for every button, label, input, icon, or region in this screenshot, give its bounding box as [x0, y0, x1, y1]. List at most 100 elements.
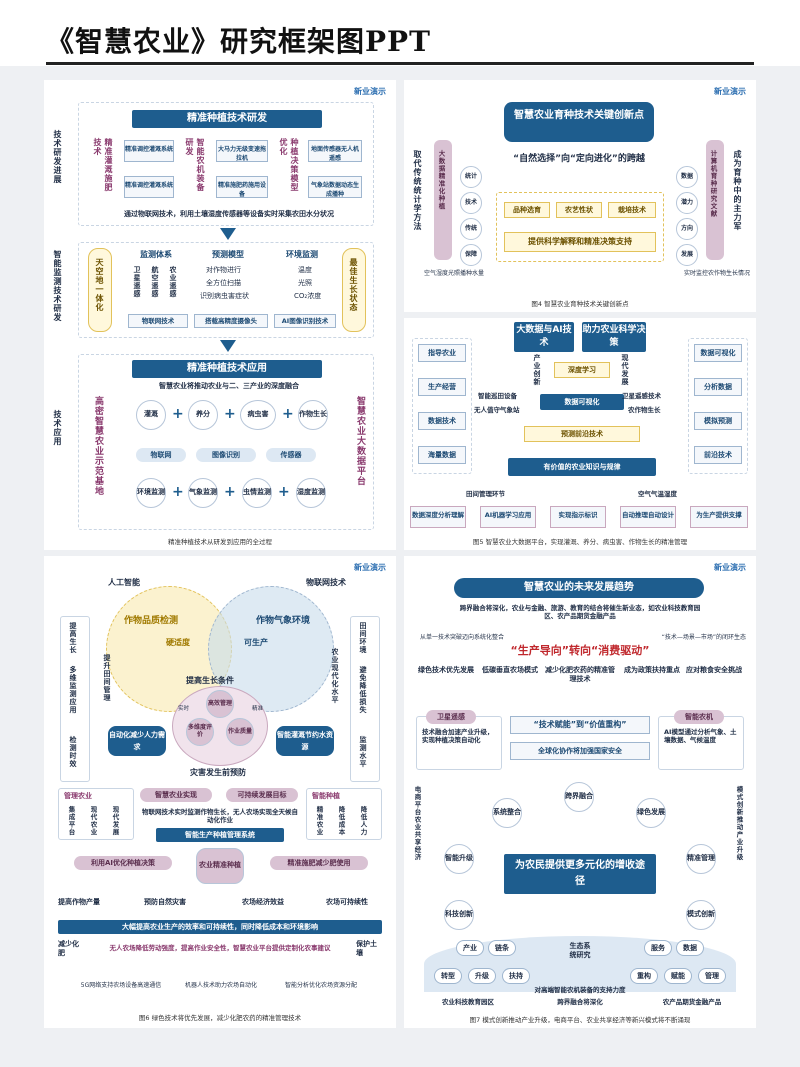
side-label-apply: 技术应用	[53, 410, 62, 446]
left-small: 从单一技术突破迈向系统化整合	[420, 634, 505, 641]
g1-item-2: 精准调控灌溉系统	[124, 176, 174, 198]
row-item-1: 提高作物产量	[58, 898, 100, 906]
right-col-3: 模拟预测	[694, 412, 742, 430]
col1-item-2: 航空遥感	[151, 266, 159, 298]
left-label-1: 智能巡田设备	[478, 392, 517, 400]
g3-item-2: 气象站数据动态生成播种	[308, 176, 362, 198]
mgmt-right-2: 降低成本	[337, 806, 345, 836]
flow-4: 自动推理自动设计	[620, 506, 676, 528]
monitor-left-text: 天空地一体化	[95, 258, 104, 312]
panel4-caption: 图6 绿色技术将优先发展，减少化肥农药的精准管理技术	[138, 1014, 302, 1022]
left-vertical-mid: 提升田间管理	[103, 654, 111, 702]
right-circle-2: 潜力	[676, 192, 698, 214]
col3-title: 环境监测	[286, 250, 318, 259]
bottom-row-3: 农产品期货金融产品	[662, 998, 722, 1006]
right-col-2: 分析数据	[694, 378, 742, 396]
right-arc-band	[706, 140, 724, 260]
panel-future-trends: 新业演示 智慧农业的未来发展趋势 跨界融合将深化，农业与金融、旅游、教育的结合将…	[404, 556, 756, 1028]
row2-item-2: 气象监测	[188, 478, 218, 508]
g3-label: 种植决策模型优化	[279, 138, 299, 192]
global-box: 全球化协作将加强国家安全	[510, 742, 650, 760]
col3-item-3: CO₂浓度	[294, 292, 322, 300]
apply-title: 精准种植技术应用	[132, 360, 322, 378]
breeding-slogan: “自然选择”向“定向进化”的跨越	[513, 154, 645, 164]
brand-tag: 新业演示	[714, 87, 746, 96]
venn-left-text: 作物品质检测	[124, 616, 179, 626]
panel-big-data: 大数据与AI技术 助力农业科学决策 指导农业 生产经营 数据技术 海量数据 数据…	[404, 318, 756, 550]
center-bottom: 灾害发生前预防	[190, 768, 246, 777]
page-header: 《智慧农业》研究框架图PPT	[0, 0, 800, 66]
support-box: 提供科学解释和精准决策支持	[504, 232, 656, 252]
col2-item-1: 对作物进行	[206, 266, 241, 274]
node-4: 智能升级	[444, 844, 474, 874]
top-right-text: AI模型通过分析气象、土壤数据、气候温度	[664, 728, 737, 745]
bottom-right-label: 空气气温湿度	[638, 490, 677, 498]
mgmt-left-frame	[58, 788, 134, 840]
breeding-title: 智慧农业育种技术关键创新点	[504, 102, 654, 142]
panel5-caption: 图7 模式创新推动产业升级，电商平台、农业共享经济等新兴模式将不断涌现	[469, 1016, 691, 1024]
l-tag-4: 升级	[468, 968, 496, 984]
row-mid-3: 传感器	[266, 448, 316, 462]
node-2: 跨界融合	[564, 782, 594, 812]
bottom-row-1: 农业科技教育园区	[442, 998, 494, 1006]
g2-item-2: 精准施肥药施用设备	[216, 176, 268, 198]
node-6: 科技创新	[444, 900, 474, 930]
col2-item-3: 识别病虫害症状	[200, 292, 249, 300]
drum-right: 智能灌溉节约水资源	[276, 726, 334, 756]
center-small-2: 精准	[252, 706, 264, 712]
monitor-right-pillar	[342, 248, 366, 332]
row1-item-1: 灌溉	[136, 400, 166, 430]
l-tag-5: 扶持	[502, 968, 530, 984]
down-arrow-1	[220, 228, 236, 240]
r-tag-2: 数据	[676, 940, 704, 956]
pyramid-level-3: 预测前沿技术	[524, 426, 640, 442]
top-right-frame	[658, 716, 744, 770]
right-label-2: 农作物生长	[628, 406, 661, 414]
bottom-row-2: 跨界融合将深化	[557, 998, 603, 1006]
side-label-rnd: 技术研发进展	[53, 130, 62, 184]
left-vertical-note: 电商平台农业共享经济	[413, 786, 421, 861]
panel1-caption: 精准种植技术从研发到应用的全过程	[168, 538, 272, 546]
left-col-2: 生产经营	[418, 378, 466, 396]
arrow-box: “技术赋能”到“价值重构”	[510, 716, 650, 734]
node-5: 精准管理	[686, 844, 716, 874]
side-label-monitor: 智能监测技术研发	[53, 250, 62, 322]
row2-item-1: 环境监测	[136, 478, 166, 508]
left-circle-1: 统计	[460, 166, 482, 188]
g1-label: 精准灌溉施肥技术	[93, 138, 113, 192]
right-vertical-mid: 农业现代化水平	[331, 648, 339, 704]
row2-item-4: 湿度监测	[296, 478, 326, 508]
drum-left: 自动化减少人力需求	[108, 726, 166, 756]
left-circle-3: 传统	[460, 218, 482, 240]
row-item-4: 农场可持续性	[326, 898, 368, 906]
trend-row-1: 绿色技术优先发展	[418, 666, 474, 674]
right-small: “技术—场景—市场”的闭环生态	[661, 634, 746, 641]
down-arrow-2	[220, 340, 236, 352]
arc-left-text: 大数据精准化种植	[437, 150, 445, 210]
monitor-left-pillar	[88, 248, 112, 332]
brand-tag: 新业演示	[354, 87, 386, 96]
bottom-left-label: 田间管理环节	[466, 490, 505, 498]
left-label-2: 无人值守气象站	[474, 406, 520, 414]
center-small-1: 实时	[178, 706, 190, 712]
mgmt-left-title: 管理农业	[64, 792, 92, 800]
bottom-1: 5G网络支持农场设备高速通信	[80, 982, 162, 989]
iot-label: 物联网技术	[306, 578, 346, 587]
side-right: 保护土壤	[356, 940, 377, 957]
arc-right-text: 计算机育种研究文献	[709, 150, 717, 218]
node-3: 绿色发展	[636, 798, 666, 828]
bottom-note: 对高端智能农机装备的支持力度	[534, 986, 626, 994]
col3-item-1: 温度	[298, 266, 312, 274]
mid-pill-1: 智慧农业实现	[140, 788, 212, 802]
panel-precision-planting: 新业演示 技术研发进展 智能监测技术研发 技术应用 精准种植技术研发 精准灌溉施…	[44, 80, 396, 550]
r-tag-1: 服务	[644, 940, 672, 956]
right-circle-4: 发展	[676, 244, 698, 266]
r-tag-5: 管理	[698, 968, 726, 984]
left-col-1: 指导农业	[418, 344, 466, 362]
trend-row-4: 成为政策扶持重点	[624, 666, 680, 674]
bottom-mid: 生态系统研究	[569, 942, 591, 959]
left-col-3: 数据技术	[418, 412, 466, 430]
right-col-4: 前沿技术	[694, 446, 742, 464]
left-circle-2: 技术	[460, 192, 482, 214]
mid-bottom-2: 搭载高精度摄像头	[194, 314, 268, 328]
